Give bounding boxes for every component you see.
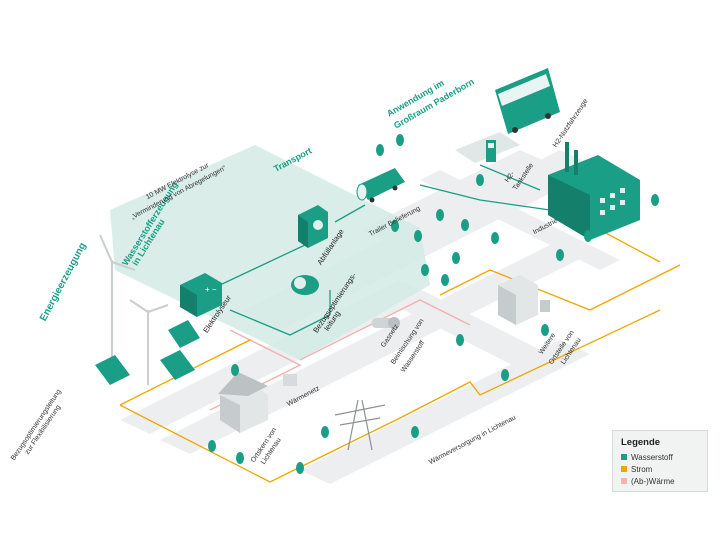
legend-swatch-heat [621, 478, 627, 484]
bus-icon [495, 68, 560, 134]
h2-station-icon [455, 132, 520, 163]
heating-radiator-icon [283, 374, 297, 386]
legend-title: Legende [621, 437, 661, 448]
trailer-icon [356, 168, 405, 203]
gas-network-icon [372, 317, 400, 329]
wind-turbine-icon [99, 234, 169, 385]
factory-icon [548, 142, 640, 240]
filling-station-icon [298, 205, 328, 248]
solar-panel-icon [95, 320, 200, 385]
legend-item-heat: (Ab-)Wärme [621, 477, 675, 487]
legend-box: Legende Wasserstoff Strom (Ab-)Wärme [612, 430, 708, 492]
legend-swatch-power [621, 466, 627, 472]
legend-item-hydrogen: Wasserstoff [621, 453, 673, 463]
town-center-house-icon [218, 372, 268, 433]
power-pylon-icon [334, 399, 386, 451]
tree-icons [208, 134, 659, 474]
svg-text:+ −: + − [205, 285, 217, 294]
hydrogen-lines [219, 164, 551, 336]
legend-item-power: Strom [621, 465, 652, 475]
village-house-icon [498, 275, 550, 325]
electrolyser-icon: + − [180, 273, 222, 317]
legend-swatch-hydrogen [621, 454, 627, 460]
pipeline-tank-icon [291, 275, 319, 295]
